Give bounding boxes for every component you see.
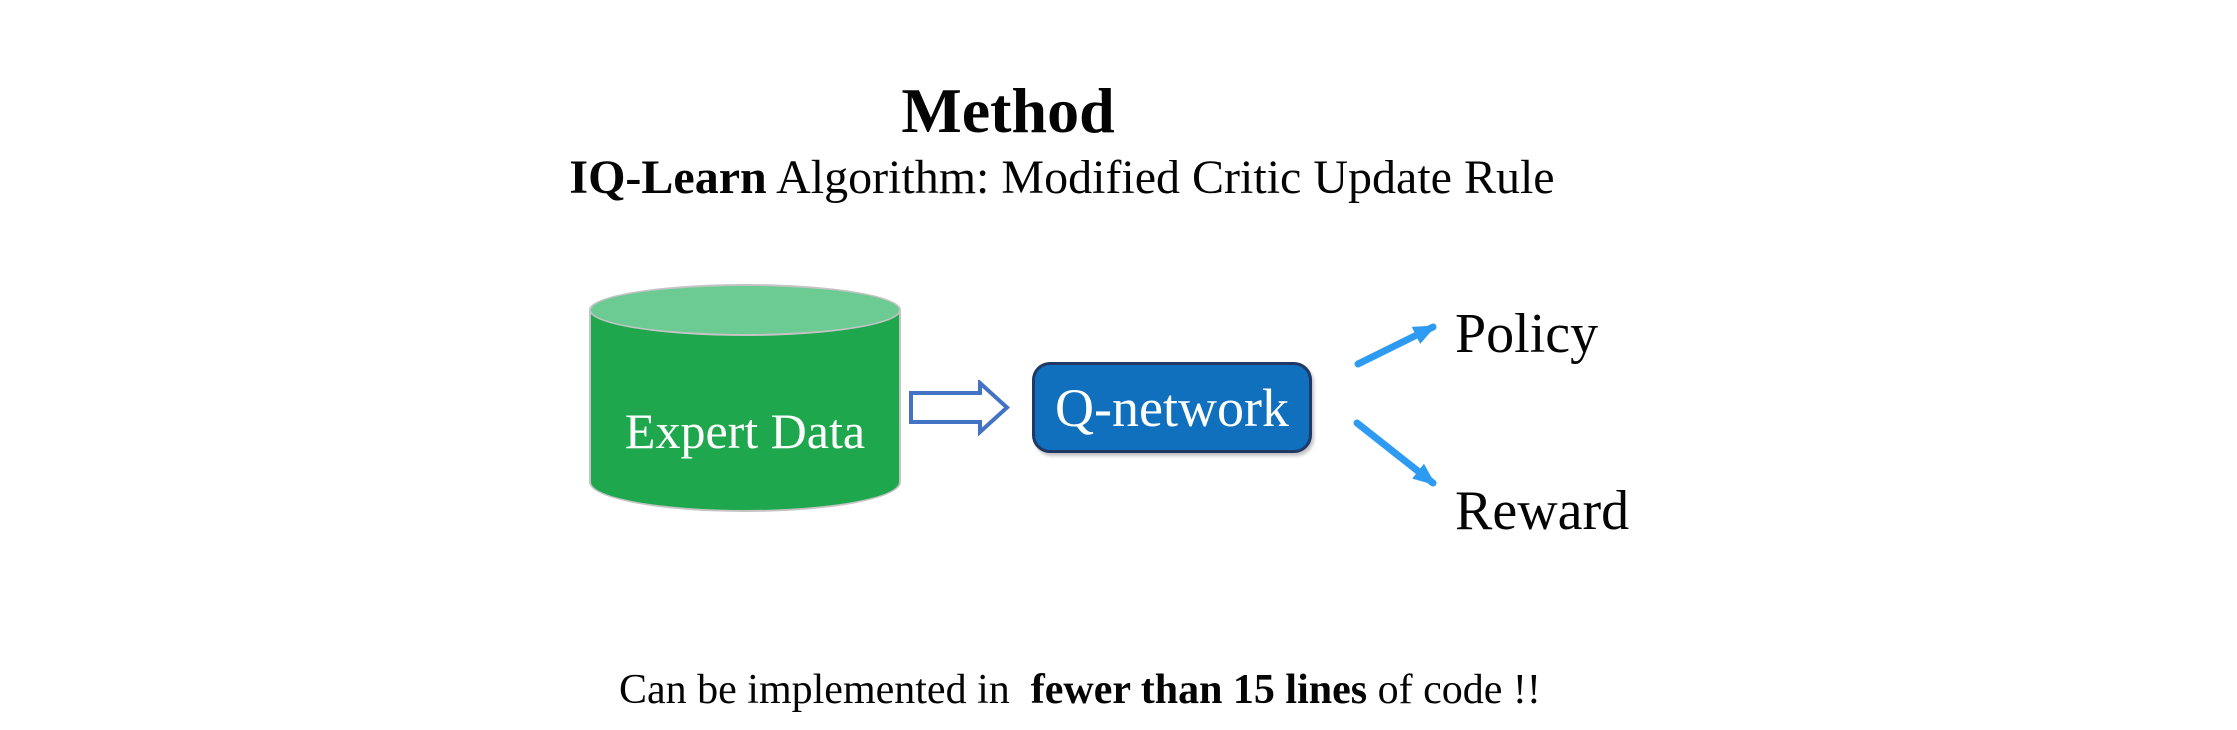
policy-arrow-icon (1354, 323, 1437, 368)
flow-arrow-icon (909, 380, 1010, 436)
footer-suffix: of code !! (1367, 667, 1541, 713)
subtitle-rest: Algorithm: Modified Critic Update Rule (766, 151, 1555, 204)
cylinder-top-ellipse (589, 284, 901, 336)
subtitle: IQ-Learn Algorithm: Modified Critic Upda… (569, 154, 1554, 202)
expert-data-cylinder: Expert Data (589, 284, 901, 512)
footer-bold: fewer than 15 lines (1030, 667, 1368, 713)
cylinder-body (589, 310, 901, 512)
q-network-box: Q-network (1032, 362, 1312, 453)
expert-data-label: Expert Data (624, 403, 866, 459)
footer-text: Can be implemented in fewer than 15 line… (577, 627, 1541, 730)
reward-label: Reward (1455, 480, 1630, 542)
policy-label: Policy (1455, 303, 1599, 365)
reward-arrow-icon (1353, 419, 1437, 487)
q-network-label: Q-network (1055, 377, 1289, 438)
subtitle-highlight: IQ-Learn (569, 151, 767, 204)
footer-prefix: Can be implemented in (619, 667, 1031, 713)
page-title: Method (901, 74, 1115, 146)
